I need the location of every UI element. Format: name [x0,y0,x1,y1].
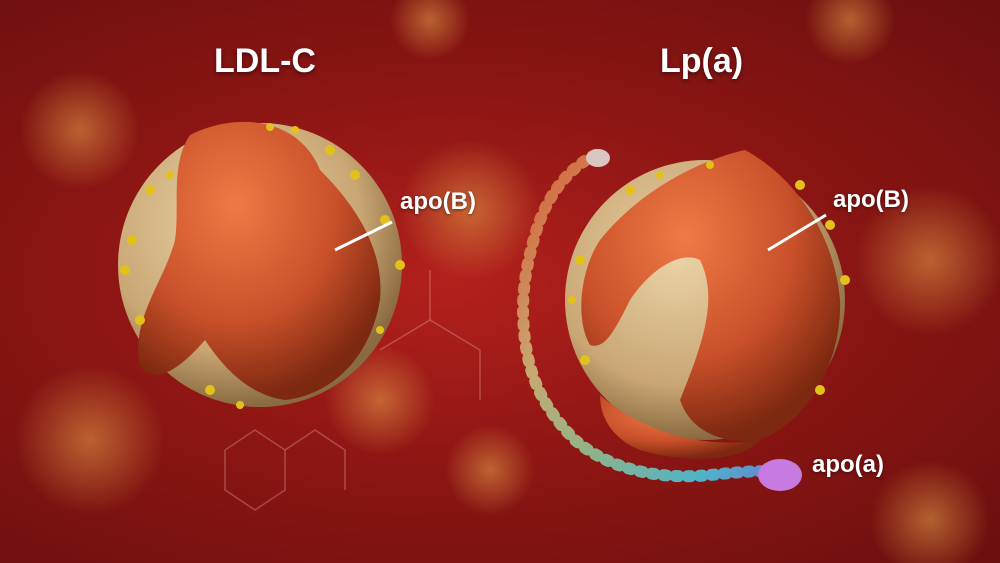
ldl-particle [118,121,405,409]
apoa-label: apo(a) [812,451,884,478]
lpa-particle [565,150,850,459]
lpa-title: Lp(a) [660,42,744,80]
apoa-chain [517,149,802,491]
background-bokeh [15,0,1000,563]
background-hex-lines [224,270,481,511]
ldl-apob-label: apo(B) [400,188,476,215]
ldl-c-title: LDL-C [214,42,316,80]
lpa-apob-label: apo(B) [833,186,909,213]
